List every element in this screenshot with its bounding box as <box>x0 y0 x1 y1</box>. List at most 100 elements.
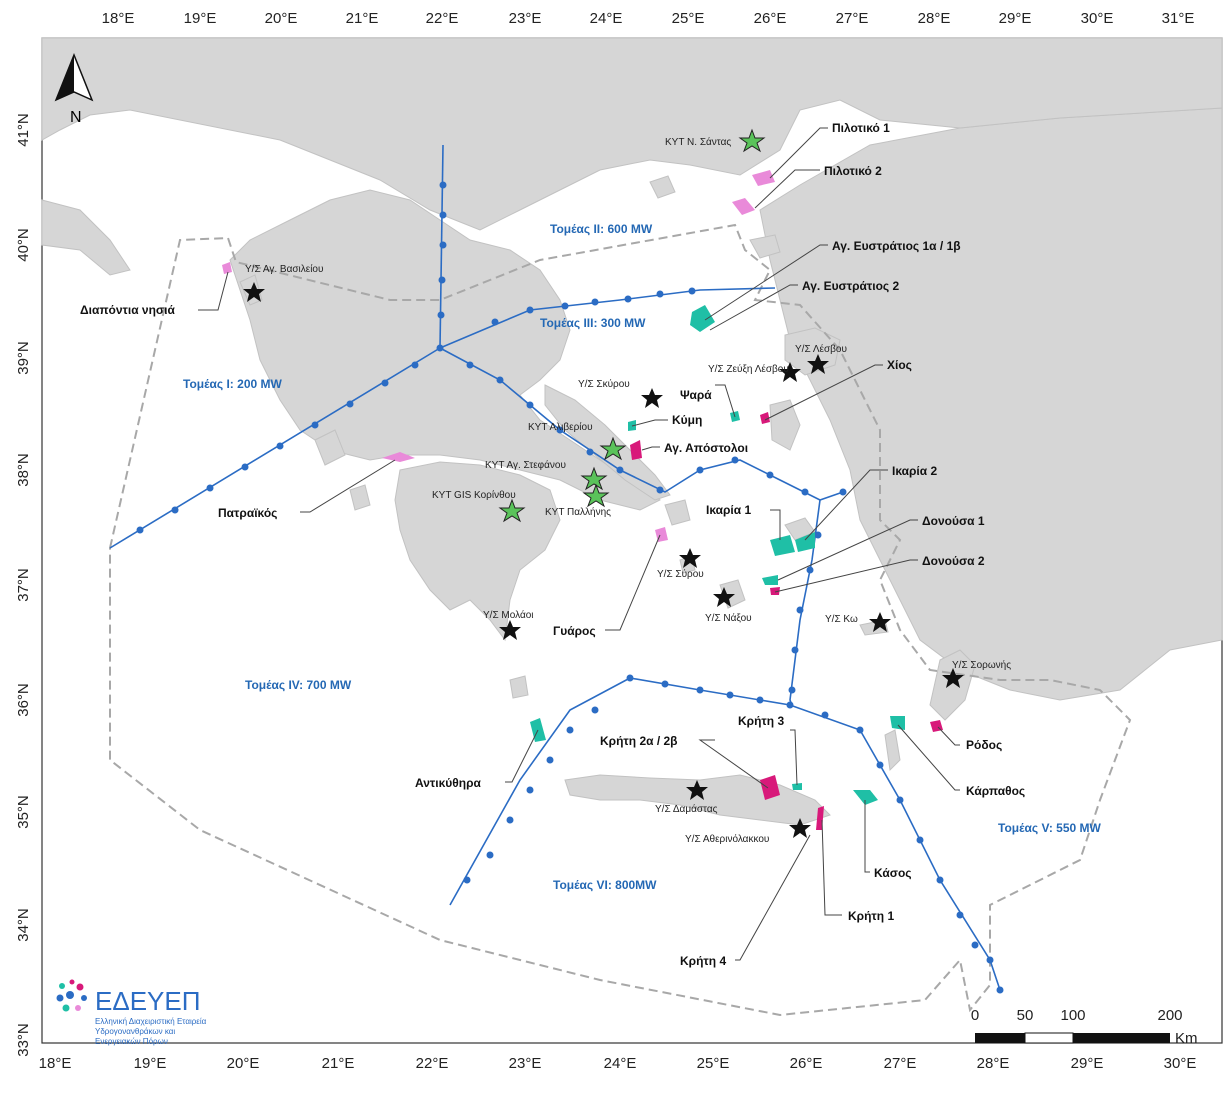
scale-tick-200: 200 <box>1157 1007 1182 1024</box>
area-diapontia <box>222 262 232 274</box>
area-kriti2 <box>760 775 780 800</box>
land-thasos <box>649 175 676 199</box>
lon-tick-bottom: 29°E <box>1071 1055 1104 1072</box>
label-diapontia: Διαπόντια νησιά <box>80 303 175 317</box>
land-chios <box>769 399 801 451</box>
scale-tick-50: 50 <box>1017 1007 1034 1024</box>
star-black-icon <box>807 354 829 374</box>
area-agefst1 <box>690 305 715 332</box>
logo-line3: Ενεργειακών Πόρων <box>95 1037 168 1046</box>
scale-unit: Km <box>1175 1030 1198 1047</box>
label-agefst2: Αγ. Ευστράτιος 2 <box>802 279 900 293</box>
lat-tick: 37°N <box>15 568 32 602</box>
cable-sector3 <box>439 287 776 349</box>
label-naxou: Υ/Σ Νάξου <box>705 612 752 624</box>
offshore-areas <box>222 170 943 830</box>
lon-tick-top: 25°E <box>672 10 705 27</box>
lon-tick-bottom: 25°E <box>697 1055 730 1072</box>
area-agapost <box>630 440 642 460</box>
edeyep-logo: ΕΔΕΥΕΠ Ελληνική Διαχειριστική Εταιρεία Υ… <box>56 979 207 1046</box>
label-rodos: Ρόδος <box>966 738 1002 752</box>
label-ko: Υ/Σ Κω <box>825 614 858 625</box>
label-donousa1: Δονούσα 1 <box>922 514 985 528</box>
label-kriti3: Κρήτη 3 <box>738 714 784 728</box>
star-green-icon <box>738 128 766 153</box>
land-zakynthos <box>349 484 371 511</box>
star-black-icon <box>641 388 663 408</box>
label-patraikos: Πατραϊκός <box>218 506 277 520</box>
lon-tick-bottom: 18°E <box>39 1055 72 1072</box>
label-agapost: Αγ. Απόστολοι <box>664 441 748 455</box>
label-molaoi: Υ/Σ Μολάοι <box>483 609 534 621</box>
logo-line1: Ελληνική Διαχειριστική Εταιρεία <box>95 1017 207 1026</box>
lon-ticks: 18°E 19°E 20°E 21°E 22°E 23°E 24°E 25°E … <box>39 10 1197 1072</box>
sector-labels: Τομέας I: 200 MW Τομέας II: 600 MW Τομέα… <box>183 222 1102 892</box>
label-stefanou: ΚΥΤ Αγ. Στεφάνου <box>485 459 566 471</box>
label-korinthou: ΚΥΤ GIS Κορίνθου <box>432 489 516 501</box>
sector-label-6: Τομέας VI: 800MW <box>553 878 657 892</box>
lon-tick-bottom: 27°E <box>884 1055 917 1072</box>
lat-ticks: 41°N 40°N 39°N 38°N 37°N 36°N 35°N 34°N … <box>15 113 32 1057</box>
label-kasos: Κάσος <box>874 866 912 880</box>
label-ikaria1: Ικαρία 1 <box>706 503 751 517</box>
land-limnos <box>749 234 781 259</box>
label-chios: Χίος <box>887 358 912 372</box>
lat-tick: 33°N <box>15 1023 32 1057</box>
label-pilotiko2: Πιλοτικό 2 <box>824 164 882 178</box>
north-arrow-icon: N <box>54 52 94 126</box>
land-evia <box>544 384 671 501</box>
label-gyaros: Γυάρος <box>553 624 596 638</box>
sector-label-4: Τομέας IV: 700 MW <box>245 678 352 692</box>
area-kriti3 <box>792 783 802 790</box>
eez-boundary <box>109 223 1132 1017</box>
star-black-icon <box>789 818 811 838</box>
label-skyrou: Υ/Σ Σκύρου <box>578 378 630 390</box>
label-kriti1: Κρήτη 1 <box>848 909 894 923</box>
land-kythira <box>509 675 529 699</box>
star-green-icon <box>498 498 526 523</box>
lon-tick-top: 24°E <box>590 10 623 27</box>
land-kefalonia <box>314 429 346 466</box>
logo-line2: Υδρογονανθράκων και <box>95 1027 175 1036</box>
label-kriti2: Κρήτη 2α / 2β <box>600 734 678 748</box>
area-kasos <box>853 790 878 805</box>
lon-tick-bottom: 23°E <box>509 1055 542 1072</box>
label-psara: Ψαρά <box>680 388 712 402</box>
sector-label-1: Τομέας I: 200 MW <box>183 377 282 391</box>
label-vasileiou: Υ/Σ Αγ. Βασιλείου <box>245 263 323 275</box>
lon-tick-top: 26°E <box>754 10 787 27</box>
land-andros <box>664 499 691 526</box>
star-green-icon <box>599 436 627 461</box>
logo-name: ΕΔΕΥΕΠ <box>95 986 201 1016</box>
lon-tick-bottom: 28°E <box>977 1055 1010 1072</box>
lon-tick-bottom: 19°E <box>134 1055 167 1072</box>
star-green-icon <box>580 466 608 491</box>
land-balkans <box>41 37 1223 231</box>
area-donousa1 <box>762 575 778 585</box>
scale-tick-100: 100 <box>1060 1007 1085 1024</box>
label-syrou: Υ/Σ Σύρου <box>657 568 704 580</box>
star-black-icon <box>869 612 891 632</box>
star-black-icon <box>779 362 801 382</box>
label-ikaria2: Ικαρία 2 <box>892 464 937 478</box>
star-black-icon <box>942 668 964 688</box>
label-damastas: Υ/Σ Δαμάστας <box>655 803 718 815</box>
lon-tick-top: 18°E <box>102 10 135 27</box>
label-santas: ΚΥΤ Ν. Σάντας <box>665 136 731 148</box>
label-soronis: Υ/Σ Σορωνής <box>952 659 1011 671</box>
scale-bar: 0 50 100 200 Km <box>971 1007 1198 1047</box>
lon-tick-top: 29°E <box>999 10 1032 27</box>
lat-tick: 38°N <box>15 453 32 487</box>
label-lesvou: Υ/Σ Λέσβου <box>795 343 847 355</box>
cable-nodes <box>136 181 1004 994</box>
label-kymi: Κύμη <box>672 413 702 427</box>
area-ikaria1 <box>770 535 795 556</box>
label-atherinolakkou: Υ/Σ Αθερινόλακκου <box>685 833 769 845</box>
area-patraikos <box>382 452 415 462</box>
land-italy <box>41 199 131 276</box>
lon-tick-top: 20°E <box>265 10 298 27</box>
lon-tick-bottom: 24°E <box>604 1055 637 1072</box>
land-karpathos <box>884 729 901 772</box>
lat-tick: 35°N <box>15 795 32 829</box>
